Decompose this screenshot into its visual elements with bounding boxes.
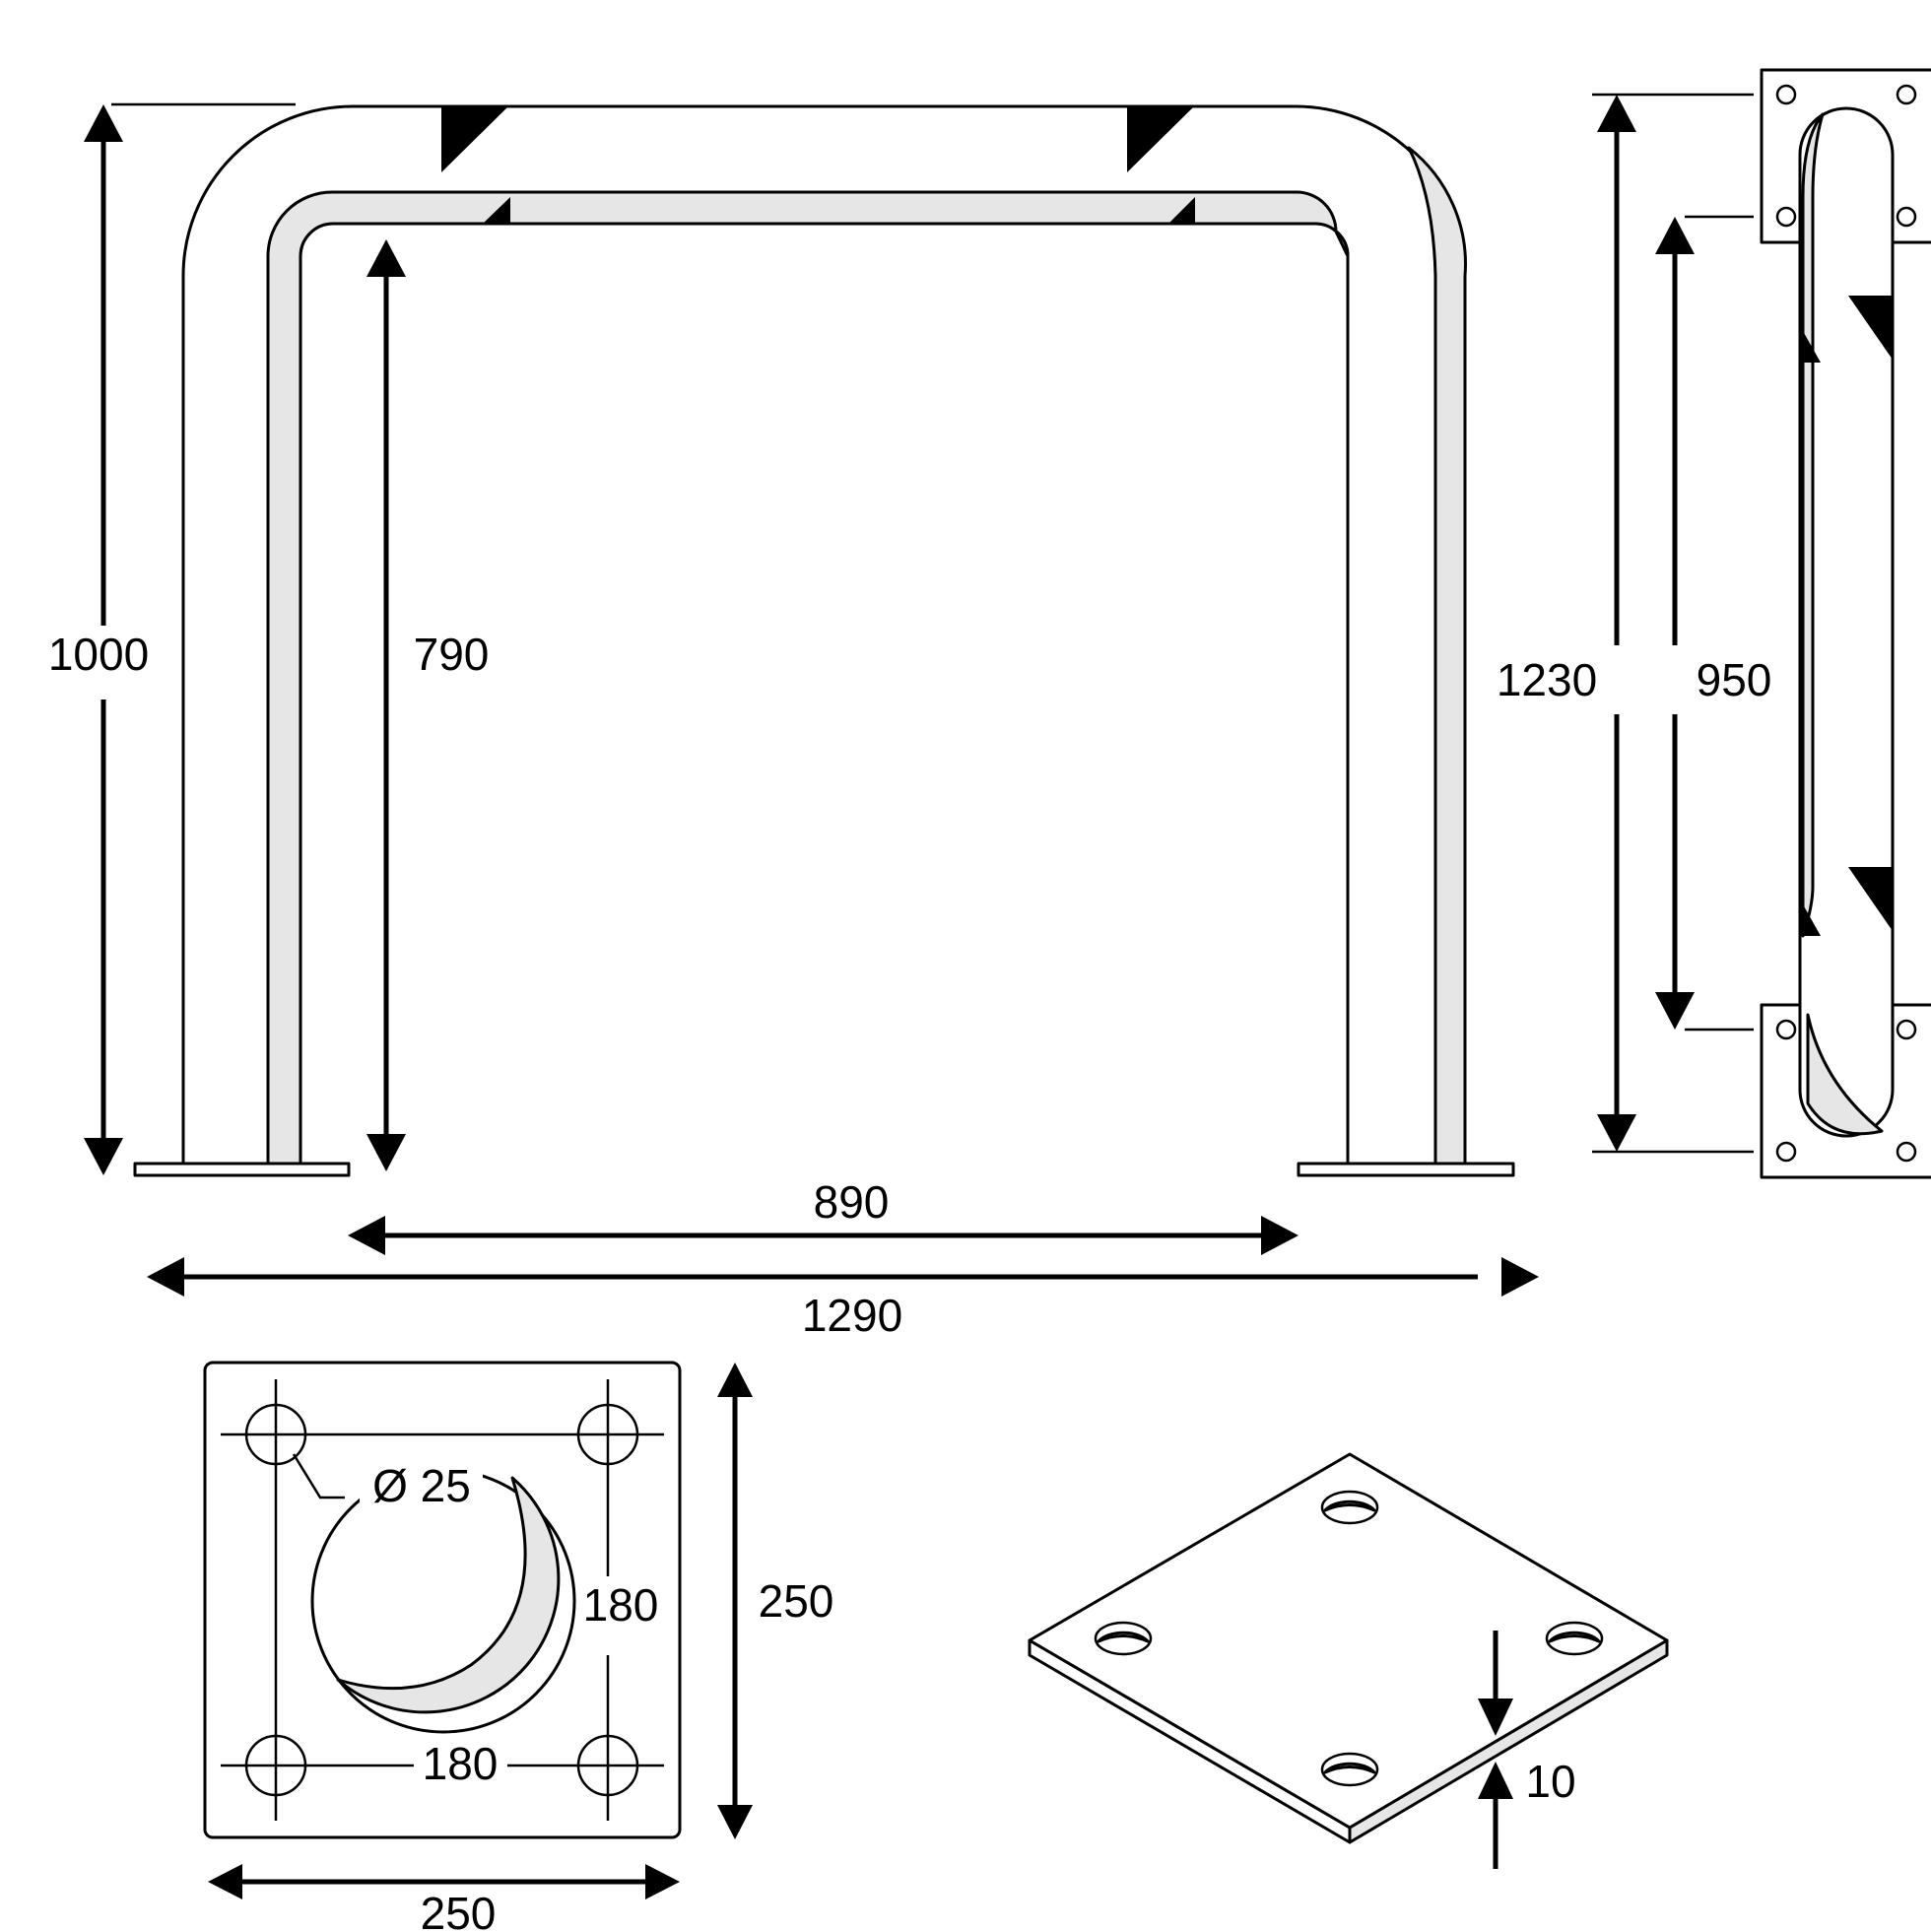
tube-section-shade	[336, 1476, 561, 1714]
u-tube-right-shade	[1407, 146, 1467, 1166]
plate-isometric: 10	[1028, 1452, 1669, 1869]
label-width-1290: 1290	[802, 1290, 902, 1341]
bolt-hole-tr	[576, 1403, 639, 1466]
front-view: 1000 790 890 1290	[48, 102, 1539, 1341]
label-plate-width: 250	[421, 1888, 497, 1932]
label-plate-height: 250	[759, 1575, 834, 1627]
side-tube-shade-bottom	[1806, 1013, 1884, 1136]
label-hole-diameter: Ø 25	[372, 1460, 471, 1511]
label-height-1230: 1230	[1497, 654, 1597, 705]
warning-triangle-1	[441, 106, 508, 172]
base-plate-plan: Ø 25 180 180 250 250	[203, 1361, 834, 1932]
warning-triangle-3	[483, 197, 510, 224]
side-tube-shade-top	[1801, 112, 1825, 938]
plate-iso-top	[1028, 1452, 1669, 1830]
label-hole-spacing-h: 180	[423, 1738, 499, 1789]
bolt-hole-bl	[244, 1734, 307, 1797]
iso-hole-left	[1094, 1621, 1153, 1656]
right-foot-plate	[1297, 1162, 1515, 1177]
iso-hole-bottom	[1320, 1752, 1379, 1787]
warning-triangle-2	[1127, 106, 1194, 172]
label-height-790: 790	[414, 629, 490, 680]
label-height-950: 950	[1697, 654, 1772, 705]
warning-triangle-4	[1168, 197, 1195, 224]
iso-hole-right	[1545, 1621, 1604, 1656]
label-width-890: 890	[814, 1176, 890, 1228]
bolt-hole-tl	[244, 1403, 307, 1466]
side-view: 1230 950	[1497, 68, 1931, 1179]
label-hole-spacing-v: 180	[583, 1579, 659, 1631]
left-foot-plate	[133, 1162, 351, 1177]
label-height-1000: 1000	[48, 629, 149, 680]
iso-hole-top	[1320, 1490, 1379, 1525]
u-tube-inner-face	[266, 190, 1350, 1166]
bolt-hole-br	[576, 1734, 639, 1797]
label-plate-thickness: 10	[1525, 1756, 1575, 1807]
